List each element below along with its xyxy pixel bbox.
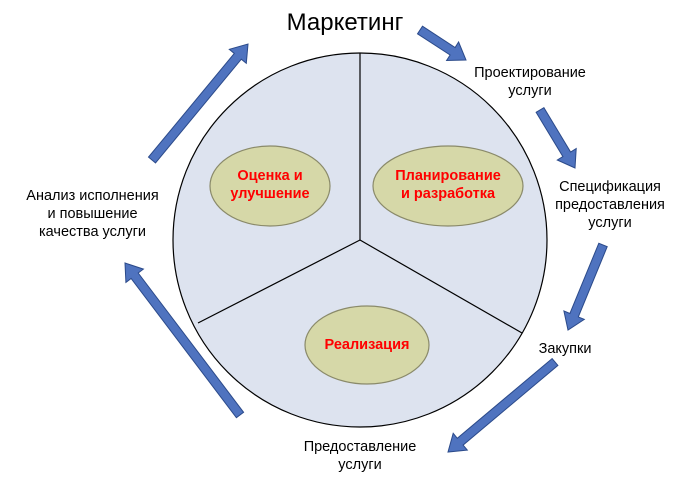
cycle-arrows — [124, 25, 608, 453]
label-delivery: Предоставление услуги — [285, 438, 435, 474]
implementation-text: Реализация — [324, 337, 410, 353]
arrow-procurement-to-delivery — [447, 357, 559, 453]
marketing-text: Маркетинг — [286, 9, 404, 36]
planning-line-1: Планирование — [395, 168, 501, 184]
label-marketing: Маркетинг — [265, 8, 425, 38]
specification-line-2: предоставления — [555, 197, 665, 214]
analysis-line-3: качества услуги — [39, 224, 146, 241]
ellipse-implementation — [304, 305, 430, 385]
delivery-line-2: услуги — [338, 457, 382, 474]
divider-left — [197, 239, 361, 324]
specification-line-3: услуги — [588, 215, 632, 232]
procurement-text: Закупки — [538, 341, 592, 357]
ellipse-planning — [372, 145, 524, 227]
label-specification: Спецификация предоставления услуги — [545, 178, 675, 232]
divider-right — [359, 239, 523, 334]
sector-planning-label: Планирование и разработка — [373, 167, 523, 203]
arrow-analysis-to-marketing — [147, 43, 249, 164]
label-design: Проектирование услуги — [455, 64, 605, 100]
arrow-specification-to-procurement — [563, 242, 608, 331]
delivery-line-1: Предоставление — [303, 439, 417, 455]
label-analysis: Анализ исполнения и повышение качества у… — [10, 187, 175, 241]
analysis-line-2: и повышение — [47, 206, 138, 223]
analysis-line-1: Анализ исполнения — [26, 188, 159, 204]
arrow-delivery-to-analysis — [124, 262, 245, 419]
planning-line-2: и разработка — [400, 186, 496, 203]
sector-implementation-label: Реализация — [305, 336, 429, 354]
arrow-marketing-to-design — [416, 25, 467, 62]
arrow-design-to-specification — [535, 107, 577, 169]
evaluation-line-2: улучшение — [230, 186, 310, 203]
sector-evaluation-label: Оценка и улучшение — [210, 167, 330, 203]
specification-line-1: Спецификация — [559, 179, 661, 195]
label-procurement: Закупки — [520, 340, 610, 358]
design-line-2: услуги — [508, 83, 552, 100]
ellipse-evaluation — [209, 145, 331, 227]
design-line-1: Проектирование — [474, 65, 586, 81]
evaluation-line-1: Оценка и — [237, 168, 303, 184]
